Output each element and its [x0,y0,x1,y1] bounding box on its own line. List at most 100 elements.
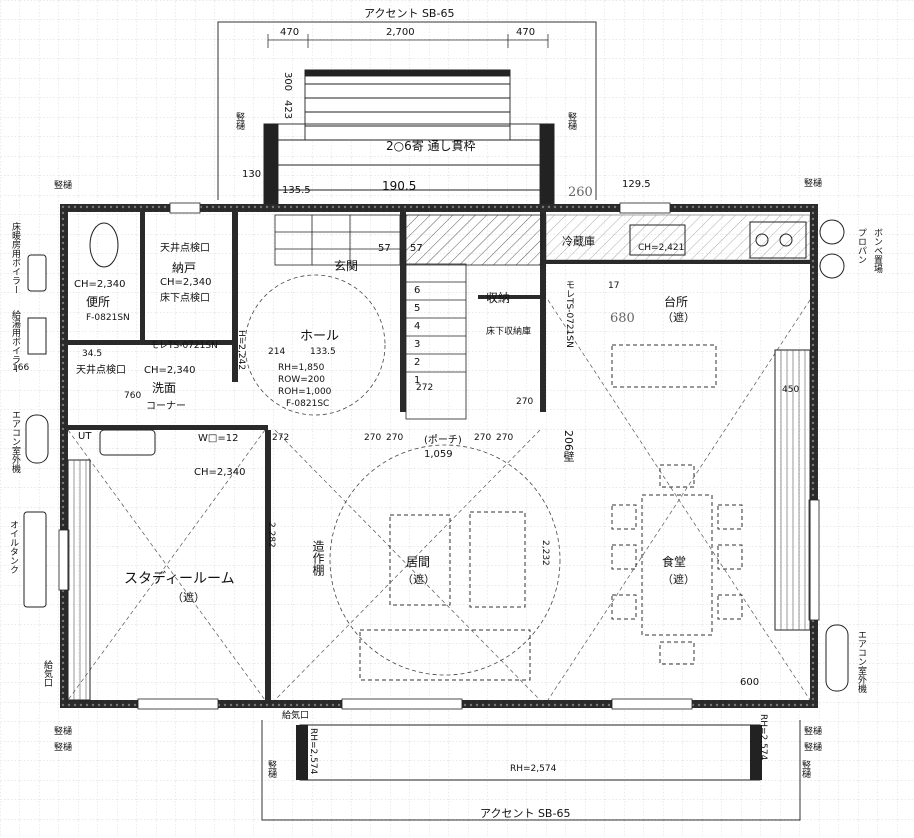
dim-423: 423 [282,100,293,120]
kitchen-label: 台所 [664,295,689,309]
downspout-1: 竪樋 [234,112,244,130]
hall-dim: 214 [268,347,286,357]
stair-box-dim: 272 [416,383,434,393]
dim-270c: 270 [474,433,492,443]
downspout-7: 竪樋 [266,760,276,778]
toilet-label: 便所 [86,295,111,309]
accent-label-top: アクセント SB-65 [364,7,455,20]
propane-label: プロパン [856,228,866,264]
bench-label: 造作棚 [311,540,325,576]
vent-left-label: 給気口 [42,660,52,687]
storage-ch: CH=2,340 [160,277,212,288]
storage-ceiling-check: 天井点検口 [160,243,210,254]
closet-label: 収納 [486,291,511,305]
ceiling-diagonals [67,299,811,701]
toilet-fixture [89,222,119,268]
dim-center: 2,700 [386,27,415,38]
living-wall-dim: 206壁 [562,430,575,462]
hand-260: 260 [568,185,593,200]
dim-1295: 129.5 [622,179,651,190]
interior-walls [68,212,810,700]
left-equipment [23,254,49,608]
under-sink: UT [78,431,92,442]
shelf-lines [73,460,87,700]
stove [749,221,807,259]
deck-label: 2○6寄 通し貫枠 [386,139,476,153]
aircon-left-label: エアコン室外機 [10,410,20,473]
hall-label: ホール [300,329,340,344]
hall-roh: ROH=1,000 [278,387,332,397]
porch-post-left [296,725,308,780]
wall-bottom-right: RH=2,574 [758,714,768,761]
wash-basin [99,429,156,456]
hall-side-dim: H=2,242 [236,330,246,371]
dim-57b: 57 [410,243,423,254]
corner-label: コーナー [146,401,186,412]
living-sofa [469,511,526,608]
bottom-accent-outline [261,720,801,821]
dim-300: 300 [282,72,293,92]
storage-door: モレTS-0721SN [150,341,218,351]
dining-sub: （遮） [662,573,695,586]
genkan-label: 玄関 [334,259,359,273]
boiler-dim: 166 [12,363,30,373]
water-boiler-label: 給湯用ボイラー [10,310,20,373]
downspout-6: 竪樋 [804,727,823,737]
study-ch: CH=2,340 [194,467,246,478]
kitchen-dim: 17 [608,281,620,291]
wash-label: 洗面 [152,381,177,395]
wall-bottom-left: RH=2,574 [308,728,318,775]
stair-step-6: 6 [414,285,421,296]
dim-right: 470 [516,27,536,38]
kitchen-sink [629,224,686,256]
downspout-8: 竪樋 [800,760,810,778]
deck-steps [263,69,555,211]
stair-step-5: 5 [414,303,421,314]
living-couch [359,629,531,681]
porch-label: (ポーチ) [424,435,462,446]
aircon-right-label: エアコン室外機 [856,630,866,693]
hand-680: 680 [610,311,635,326]
dim-135: 135.5 [282,185,311,196]
storage-label: 納戸 [172,261,197,275]
toilet-door: F-0821SN [86,313,130,323]
wash-ch: CH=2,340 [144,365,196,376]
stair-step-3: 3 [414,339,421,350]
dim-1905: 190.5 [382,179,417,193]
dim-270b: 270 [386,433,404,443]
under-vent-label: 給気口 [282,711,310,721]
propane-storage-label: ボンベ置場 [872,228,882,273]
accent-label-bottom: アクセント SB-65 [480,807,571,820]
porch-dim: 1,059 [424,449,453,460]
stair-dim: 130 [242,169,262,180]
living-table [389,514,451,606]
dim-left: 470 [280,27,300,38]
bottom-left-downspout: 竪樋 [54,743,73,753]
hall-door: F-0821SC [286,399,330,409]
hall-swing [244,274,386,416]
study-label: スタディールーム [124,571,235,587]
dim-600: 600 [740,677,760,688]
downspout-2: 竪樋 [566,112,576,130]
storage-floor-check: 床下点検口 [160,293,210,304]
living-swing [329,444,561,676]
wash-ceiling-check: 天井点検口 [76,365,126,376]
fridge-label: 冷蔵庫 [562,235,595,248]
hall-rh: RH=1,850 [278,363,325,373]
downspout-3: 竪樋 [54,181,73,191]
dim-272: 272 [272,433,290,443]
dim-345: 34.5 [82,349,103,359]
stair-box-dim-2: 270 [516,397,534,407]
wall-bottom-rh: RH=2,574 [510,764,557,774]
living-label: 居間 [406,555,431,569]
bottom-right-downspout: 竪樋 [804,743,823,753]
study-sub: （遮） [172,591,205,604]
downspout-5: 竪樋 [54,727,73,737]
right-equipment [819,219,849,692]
study-dim: 2,282 [266,522,276,548]
windows [58,202,820,710]
dining-label: 食堂 [662,555,687,569]
entry-steps [274,214,401,266]
closet-check: 床下収納庫 [486,327,532,337]
